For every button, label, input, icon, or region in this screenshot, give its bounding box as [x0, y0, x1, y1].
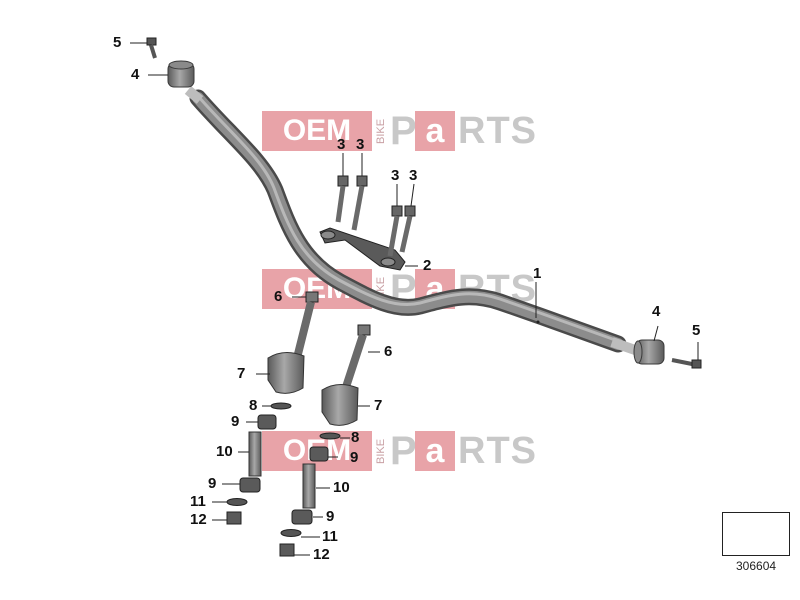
watermark-rts: RTS: [458, 110, 537, 152]
clamp-screw-4: [399, 205, 416, 253]
watermark-oem: OEM: [262, 111, 372, 151]
washer-right-bottom: [280, 529, 302, 537]
spacer-sleeve-right: [302, 463, 316, 509]
riser-bolt-right: [341, 324, 371, 392]
rubber-bushing-left-bottom: [239, 477, 261, 493]
callout-8-right: 8: [351, 429, 360, 446]
nut-left: [226, 511, 242, 525]
callout-9-right-bottom: 9: [326, 508, 335, 525]
callout-10-left: 10: [216, 443, 233, 460]
leader-lines: [130, 42, 699, 556]
riser-right: [321, 384, 359, 426]
callout-12-right: 12: [313, 546, 330, 563]
callout-9-left-bottom: 9: [208, 475, 217, 492]
callout-6-right: 6: [384, 343, 393, 360]
spacer-sleeve-left: [248, 431, 262, 477]
callout-9-right-top: 9: [350, 449, 359, 466]
diagram-number: 306604: [736, 559, 777, 573]
callout-3b: 3: [356, 136, 365, 153]
callout-7-left: 7: [237, 365, 246, 382]
riser-bolt-left: [292, 291, 319, 363]
watermark-a: a: [415, 431, 455, 471]
callout-3d: 3: [409, 167, 418, 184]
reference-box: [722, 512, 790, 556]
washer-right: [319, 432, 341, 440]
washer-left-bottom: [226, 498, 248, 506]
handlebar-clamp: [319, 227, 406, 271]
callout-12-left: 12: [190, 511, 207, 528]
watermark-a: a: [415, 111, 455, 151]
callout-1: 1: [533, 265, 542, 282]
callout-4-right: 4: [652, 303, 661, 320]
rubber-bushing-right-bottom: [291, 509, 313, 525]
nut-right: [279, 543, 295, 557]
clamp-screw-3: [387, 205, 403, 257]
rubber-bushing-right-top: [309, 446, 329, 462]
callout-5-left: 5: [113, 34, 122, 51]
handlebar: [184, 86, 640, 356]
callout-10-right: 10: [333, 479, 350, 496]
washer-left: [270, 402, 292, 410]
bar-end-screw-left: [146, 37, 157, 59]
callout-11-right: 11: [322, 528, 338, 545]
callout-9-left-top: 9: [231, 413, 240, 430]
clamp-screw-1: [335, 175, 349, 223]
watermark-rts: RTS: [458, 430, 537, 472]
callout-7-right: 7: [374, 397, 383, 414]
watermark-p: P: [390, 429, 417, 473]
riser-left: [267, 352, 305, 394]
watermark-p: P: [390, 109, 417, 153]
callout-6-left: 6: [274, 288, 283, 305]
callout-5-right: 5: [692, 322, 701, 339]
rubber-bushing-left-top: [257, 414, 277, 430]
callout-8-left: 8: [249, 397, 258, 414]
callout-3a: 3: [337, 136, 346, 153]
callout-2: 2: [423, 257, 432, 274]
bar-end-screw-right: [671, 358, 702, 369]
callout-4-left: 4: [131, 66, 140, 83]
callout-3c: 3: [391, 167, 400, 184]
bar-end-weight-right: [633, 339, 665, 365]
callout-11-left: 11: [190, 493, 206, 510]
clamp-screw-2: [351, 175, 368, 231]
bar-end-weight-left: [167, 60, 195, 88]
